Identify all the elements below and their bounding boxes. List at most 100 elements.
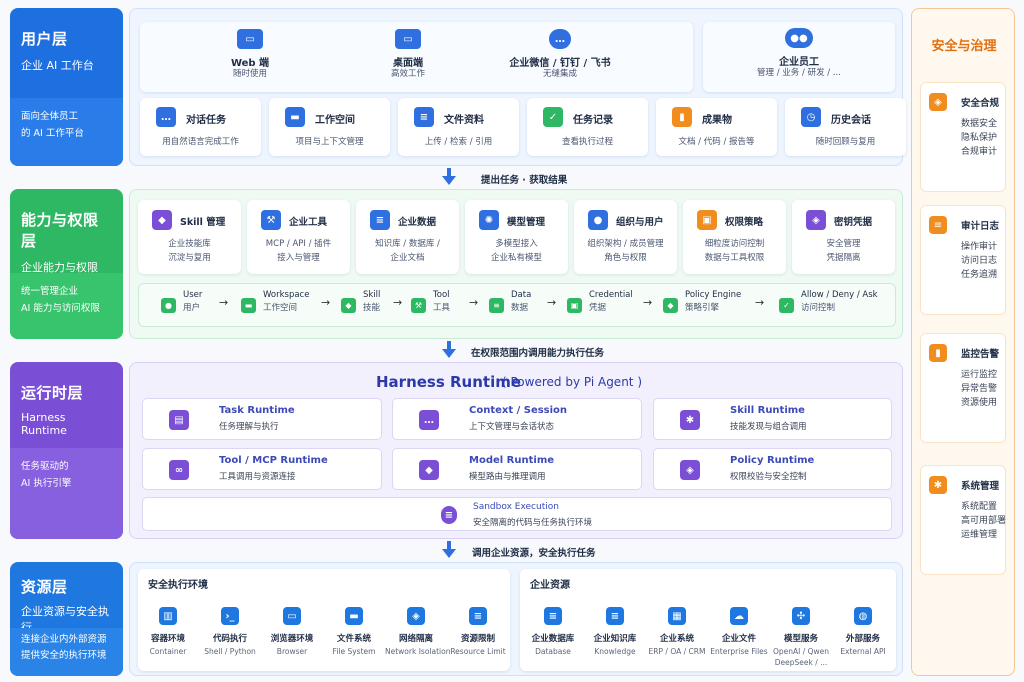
capability-card[interactable]: ◈密钥凭据安全管理凭据隔离 bbox=[792, 200, 895, 274]
resource-item-title: 企业文件 bbox=[721, 634, 756, 644]
shield-icon: ◈ bbox=[407, 607, 425, 625]
folder-icon: ▬ bbox=[241, 298, 256, 313]
feature-card[interactable]: ✓任务记录查看执行过程 bbox=[527, 98, 648, 156]
feature-title: 文件资料 bbox=[444, 115, 484, 126]
cube-icon: ◆ bbox=[152, 210, 172, 230]
governance-card[interactable]: ≡审计日志操作审计访问日志任务追溯 bbox=[920, 205, 1006, 315]
flow-arrow-stem bbox=[447, 341, 451, 350]
flow-step-zh: 用户 bbox=[183, 303, 201, 313]
flow-step-zh: 策略引擎 bbox=[685, 303, 720, 313]
endpoint-im[interactable]: … 企业微信 / 钉钉 / 飞书 无缝集成 bbox=[500, 27, 620, 87]
flow-step-en: Allow / Deny / Ask bbox=[801, 290, 878, 300]
governance-item: 资源使用 bbox=[961, 398, 998, 408]
capability-line: 细粒度访问控制 bbox=[704, 239, 765, 249]
capability-title: 企业数据 bbox=[398, 217, 437, 228]
feature-sub: 文档 / 代码 / 报告等 bbox=[678, 137, 755, 147]
endpoint-desktop[interactable]: ▭ 桌面端 高效工作 bbox=[358, 27, 458, 87]
resource-item-sub: ERP / OA / CRM bbox=[648, 647, 706, 656]
capability-card[interactable]: ✺模型管理多模型接入企业私有模型 bbox=[465, 200, 568, 274]
layer-desc: 提供安全的执行环境 bbox=[21, 650, 107, 661]
resource-item-sub: Browser bbox=[276, 647, 308, 656]
gear-icon: ✱ bbox=[929, 476, 947, 494]
capability-line: 企业私有模型 bbox=[490, 253, 542, 263]
capability-card[interactable]: ◆Skill 管理企业技能库沉淀与复用 bbox=[138, 200, 241, 274]
endpoint-employees: ●● 企业员工 管理 / 业务 / 研发 / ... bbox=[703, 22, 895, 92]
feature-card[interactable]: ▬工作空间项目与上下文管理 bbox=[269, 98, 390, 156]
runtime-module-title: Model Runtime bbox=[469, 455, 555, 466]
layer-desc: 统一管理企业 bbox=[21, 286, 79, 297]
flow-step-zh: 访问控制 bbox=[801, 303, 836, 313]
runtime-layer-band: Harness Runtime ( Powered by Pi Agent ) … bbox=[129, 362, 903, 539]
resource-item-sub: File System bbox=[332, 647, 376, 656]
chat-icon: … bbox=[156, 107, 176, 127]
gear-icon: ✱ bbox=[680, 410, 700, 430]
flow-arrow-down bbox=[442, 549, 456, 558]
bar-chart-icon: ▮ bbox=[672, 107, 692, 127]
capability-line: 知识库 / 数据库 / bbox=[375, 239, 440, 249]
governance-item: 隐私保护 bbox=[961, 133, 998, 143]
governance-card[interactable]: ◈安全合规数据安全隐私保护合规审计 bbox=[920, 82, 1006, 192]
flow-arrow-stem bbox=[447, 168, 451, 177]
resource-item-title: 资源限制 bbox=[460, 634, 495, 644]
container-icon: ▥ bbox=[159, 607, 177, 625]
layer-title: 运行时层 bbox=[21, 384, 84, 402]
governance-card[interactable]: ▮监控告警运行监控异常告警资源使用 bbox=[920, 333, 1006, 443]
feature-title: 成果物 bbox=[702, 115, 732, 126]
endpoint-title: 企业微信 / 钉钉 / 飞书 bbox=[509, 58, 611, 69]
sandbox-execution[interactable]: ≡ Sandbox Execution 安全隔离的代码与任务执行环境 bbox=[142, 497, 892, 531]
runtime-module-sub: 模型路由与推理调用 bbox=[469, 472, 546, 482]
capability-title: 组织与用户 bbox=[616, 217, 664, 228]
resource-item-sub: Database bbox=[535, 647, 571, 656]
document-icon: ≡ bbox=[929, 216, 947, 234]
capability-card[interactable]: ▣权限策略细粒度访问控制数据与工具权限 bbox=[683, 200, 786, 274]
governance-panel: 安全与治理 ◈安全合规数据安全隐私保护合规审计≡审计日志操作审计访问日志任务追溯… bbox=[911, 8, 1015, 676]
runtime-module-title: Policy Runtime bbox=[730, 455, 815, 466]
feature-card[interactable]: ≡ 文件资料上传 / 检索 / 引用 bbox=[398, 98, 519, 156]
governance-items: 系统配置高可用部署运维管理 bbox=[961, 500, 1006, 542]
endpoint-sub: 随时使用 bbox=[232, 69, 267, 79]
capability-card[interactable]: ≡企业数据知识库 / 数据库 /企业文档 bbox=[356, 200, 459, 274]
flow-step-zh: 工具 bbox=[433, 303, 451, 313]
feature-card[interactable]: ◷历史会话随时回顾与复用 bbox=[785, 98, 906, 156]
document-icon: ≡ bbox=[414, 107, 434, 127]
shield-icon: ◈ bbox=[680, 460, 700, 480]
flow-step-en: Credential bbox=[589, 290, 633, 300]
layer-subtitle: 企业能力与权限 bbox=[21, 261, 98, 274]
flow-step-en: Policy Engine bbox=[685, 290, 742, 300]
capability-title: 企业工具 bbox=[289, 217, 328, 228]
capability-line: 角色与权限 bbox=[604, 253, 647, 263]
feature-title: 对话任务 bbox=[186, 115, 226, 126]
feature-card[interactable]: …对话任务用自然语言完成工作 bbox=[140, 98, 261, 156]
runtime-module-title: Task Runtime bbox=[219, 405, 295, 416]
runtime-module-sub: 上下文管理与会话状态 bbox=[469, 422, 555, 432]
database-icon: ≡ bbox=[489, 298, 504, 313]
governance-item: 运维管理 bbox=[961, 530, 998, 540]
resource-item-sub: Knowledge bbox=[594, 647, 636, 656]
panel-title: 安全执行环境 bbox=[148, 580, 208, 591]
runtime-module-sub: 任务理解与执行 bbox=[219, 422, 279, 432]
layer-title: 资源层 bbox=[21, 578, 68, 596]
resource-item-title: 网络隔离 bbox=[398, 634, 433, 644]
capability-card[interactable]: ●组织与用户组织架构 / 成员管理角色与权限 bbox=[574, 200, 677, 274]
capability-line: MCP / API / 插件 bbox=[265, 239, 332, 249]
checklist-icon: ✓ bbox=[543, 107, 563, 127]
shield-icon: ◈ bbox=[929, 93, 947, 111]
feature-card[interactable]: ▮ 成果物文档 / 代码 / 报告等 bbox=[656, 98, 777, 156]
governance-item: 异常告警 bbox=[961, 384, 998, 394]
governance-item: 访问日志 bbox=[961, 256, 998, 266]
flow-step-en: Data bbox=[511, 290, 532, 300]
flow-arrow-down bbox=[442, 176, 456, 185]
endpoint-web[interactable]: ▭ Web 端 随时使用 bbox=[200, 27, 300, 87]
governance-card[interactable]: ✱系统管理系统配置高可用部署运维管理 bbox=[920, 465, 1006, 575]
feature-sub: 上传 / 检索 / 引用 bbox=[424, 137, 493, 147]
